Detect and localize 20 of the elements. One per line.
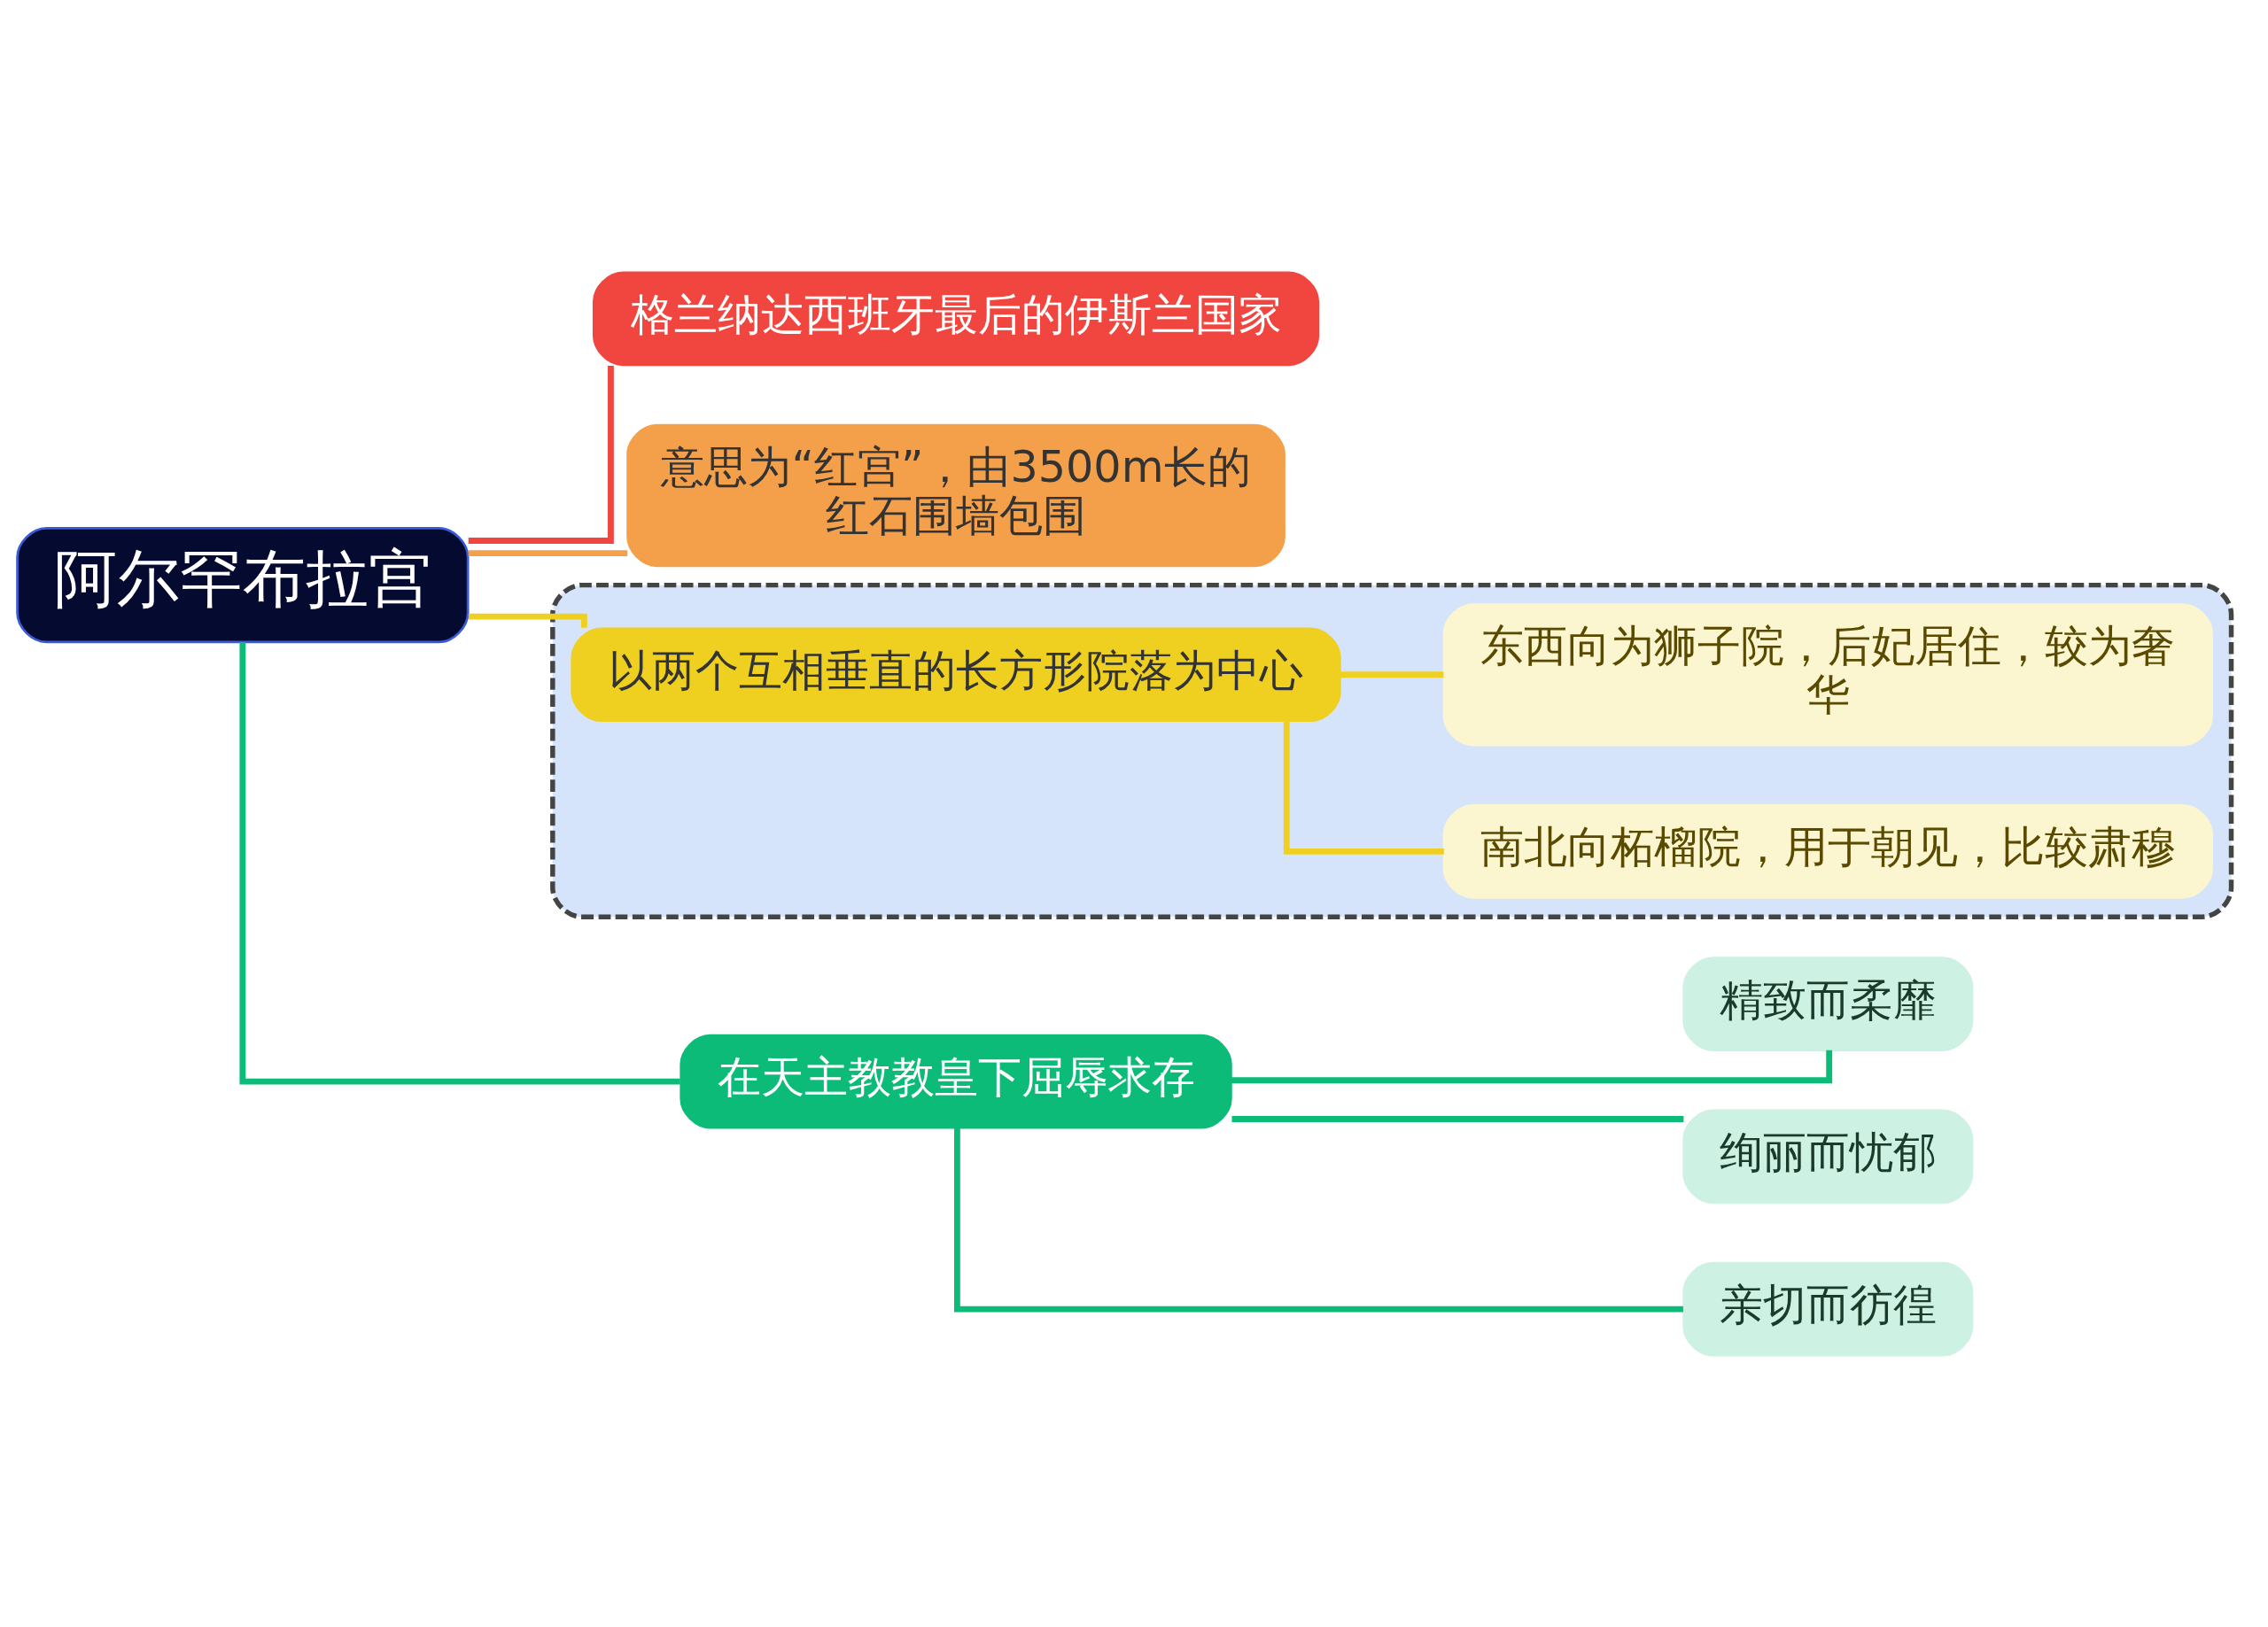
cluster <box>550 582 2234 919</box>
node-box: 意思为“红宫”，由3500m长的红石围墙包围 <box>626 423 1285 567</box>
node-box: 东西向为狮子院，后妃居住，较为奢华 <box>1442 602 2214 746</box>
node-box: 精致而柔靡 <box>1682 956 1974 1051</box>
connector <box>1283 720 1444 855</box>
connector <box>954 1127 1683 1313</box>
node-box: 亲切而彷徨 <box>1682 1261 1974 1356</box>
node-box: 绚丽而忧郁 <box>1682 1109 1974 1204</box>
node-box: 南北向柘榴院，用于朝见，比较肃穆 <box>1442 803 2214 899</box>
connector <box>239 641 680 1085</box>
connector <box>468 613 587 628</box>
connector <box>1231 1115 1684 1122</box>
connector <box>1340 670 1444 678</box>
connector <box>1231 1050 1833 1083</box>
node-box: 格兰纳达西班牙最后的伊斯兰国家 <box>592 271 1320 366</box>
node-box: 以两个互相垂直的长方形院落为中心 <box>571 626 1341 722</box>
node-box: 阿尔罕布拉宫 <box>16 526 470 643</box>
connector <box>468 549 628 556</box>
connector <box>468 365 614 544</box>
node-box: 在天主教教皇下屈辱求存 <box>680 1034 1232 1128</box>
